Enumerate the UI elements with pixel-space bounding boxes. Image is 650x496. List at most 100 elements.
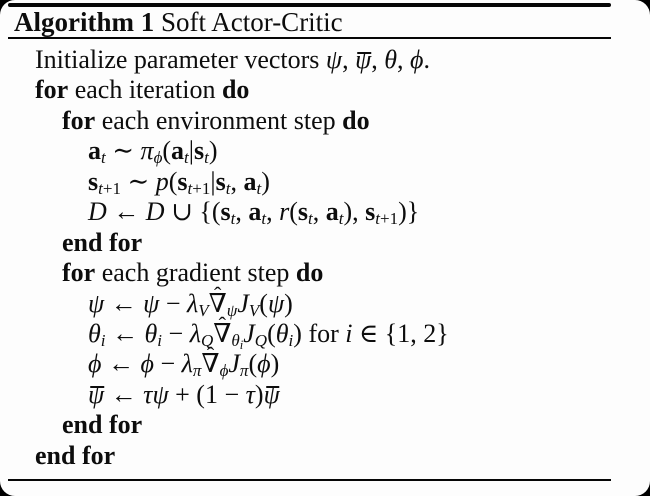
text-segment: t [184,148,189,168]
text-segment: t [204,148,209,168]
accented-symbol: ¯ψ [88,380,104,410]
algorithm-body: Initialize parameter vectors ψ, ¯ψ, θ, ϕ… [0,45,650,471]
text-segment: θ [88,318,101,348]
text-segment: ∪ {( [164,197,221,227]
text-segment: end for [35,440,116,470]
algorithm-bottom-rule [8,479,611,481]
text-segment: , [235,197,249,227]
text-segment: ϕ [88,349,102,379]
accented-symbol: ˆ∇ [208,283,227,319]
algorithm-line: end for [0,228,650,258]
text-segment: ( [162,136,172,166]
text-segment: λ [186,288,199,318]
hat-accent: ˆ [206,342,215,368]
text-segment: +1 [192,178,211,198]
math-symbol: ∇ [201,349,220,379]
text-segment: ϕ [257,349,271,379]
text-segment: ( [289,197,298,227]
text-segment: − [162,318,190,348]
text-segment: ϕ [140,349,154,379]
text-segment: i [100,330,106,350]
text-segment: ← [101,349,141,379]
algorithm-line: st+1 ∼ p(st+1|st, at) [0,166,650,198]
text-segment: s [177,166,188,196]
text-segment: | [210,166,216,196]
math-symbol: ψ [88,379,105,409]
algorithm-label: Algorithm 1 [14,7,155,37]
text-segment: ( [248,349,258,379]
text-segment: i [345,318,353,348]
text-segment: ϕ [410,45,424,74]
text-segment: , [371,45,385,74]
text-segment: ← [104,379,144,409]
math-symbol: ∇ [208,288,227,318]
math-symbol: ψ [355,45,372,74]
text-segment: t [187,178,193,198]
text-segment: ψ [143,288,160,318]
algorithm-line: end for [0,410,650,440]
algorithm-line: for each iteration do [0,75,650,105]
algorithm-line: end for [0,441,650,471]
text-segment: | [188,136,194,166]
text-segment: t [101,148,106,168]
text-segment: t [225,178,231,198]
text-segment: , [312,197,326,227]
text-segment: ) [261,166,270,196]
accented-symbol: ¯ψ [264,380,280,410]
text-segment: ) [208,136,218,166]
text-segment: π [239,361,249,381]
text-segment: t [308,209,313,229]
text-segment: ψ [152,379,169,409]
text-segment: each iteration [68,75,222,105]
text-segment: Q [200,330,214,350]
text-segment: θ [275,318,289,348]
text-segment: ← [105,318,145,348]
algorithm-line: at ∼ πϕ(at|st) [0,136,650,168]
text-segment: ( [267,318,276,348]
text-segment: ← [104,288,144,318]
text-segment: − [159,288,187,318]
text-segment: D [145,197,165,227]
text-segment: ϕ [153,148,163,168]
text-segment: ), [343,197,366,227]
text-segment: λ [181,349,193,379]
text-segment: for [62,258,96,288]
text-segment: ) [293,318,302,348]
hat-accent: ˆ [214,281,222,307]
text-segment: ( [168,166,178,196]
text-segment: each gradient step [95,258,296,288]
text-segment: V [248,300,260,320]
text-segment: i [157,330,163,350]
math-symbol: ∇ [213,318,232,348]
algorithm-line: for each environment step do [0,106,650,136]
text-segment: π [140,136,154,166]
text-segment: J [237,288,249,318]
algorithm-header: Algorithm 1 Soft Actor-Critic [14,9,343,36]
text-segment: t [230,209,236,229]
text-segment: each environment step [95,105,343,135]
text-segment: ϕ [219,361,229,381]
text-segment: , [397,45,410,74]
algorithm-top-rule [8,3,611,7]
text-segment: r [279,197,290,227]
text-segment: ψ [267,288,285,318]
math-symbol: ψ [263,379,280,409]
algorithm-line: ¯ψ ← τψ + (1 − τ)¯ψ [0,380,650,410]
text-segment: end for [62,227,143,257]
text-segment: J [228,349,240,379]
text-segment: a [248,197,262,227]
text-segment: a [243,166,257,196]
text-segment: + (1 − [168,379,246,409]
accented-symbol: ¯ψ [355,45,371,75]
text-segment: − [153,349,182,379]
algorithm-line: Initialize parameter vectors ψ, ¯ψ, θ, ϕ… [0,45,650,75]
text-segment: for [301,318,346,348]
text-segment: ) [284,288,293,318]
text-segment: ← [106,197,146,227]
text-segment: ψ [325,45,343,74]
text-segment: s [365,197,376,227]
text-segment: ∈ {1, 2} [352,318,449,348]
text-segment: a [171,136,185,166]
text-segment: t [375,209,381,229]
